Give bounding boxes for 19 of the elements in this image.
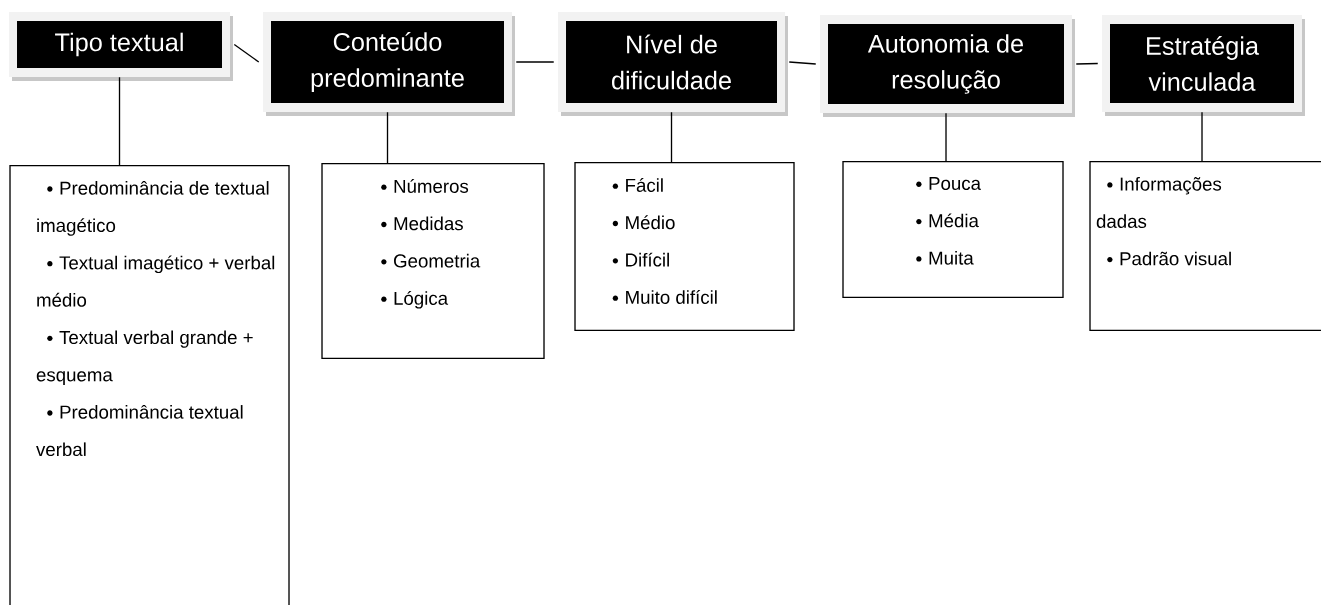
header-box: Autonomia de resolução <box>820 15 1075 117</box>
header-box: Estratégia vinculada <box>1102 15 1305 116</box>
connector-line <box>945 112 947 162</box>
list-box: Pouca Média Muita <box>842 161 1064 298</box>
connector-line <box>788 61 817 65</box>
connector-line <box>1075 62 1099 65</box>
connector-line <box>1201 111 1203 162</box>
header-box: Nível de dificuldade <box>558 12 788 116</box>
list-box: Fácil Médio Difícil Muito difícil <box>574 162 795 331</box>
connector-line <box>386 111 389 164</box>
connector-line <box>515 61 555 63</box>
list-box: Predominância de textual imagético Textual imagético + verbal médio Textual verbal grande + esquema Predominância textual verbal <box>9 165 290 605</box>
list-box: Informações dadas Padrão visual <box>1089 161 1321 331</box>
connector-line <box>670 111 673 163</box>
header-box: Conteúdo predominante <box>263 12 515 116</box>
list-box: Números Medidas Geometria Lógica <box>321 163 545 359</box>
connector-line <box>118 76 121 166</box>
connector-line <box>233 43 260 63</box>
header-box: Tipo textual <box>9 12 233 81</box>
